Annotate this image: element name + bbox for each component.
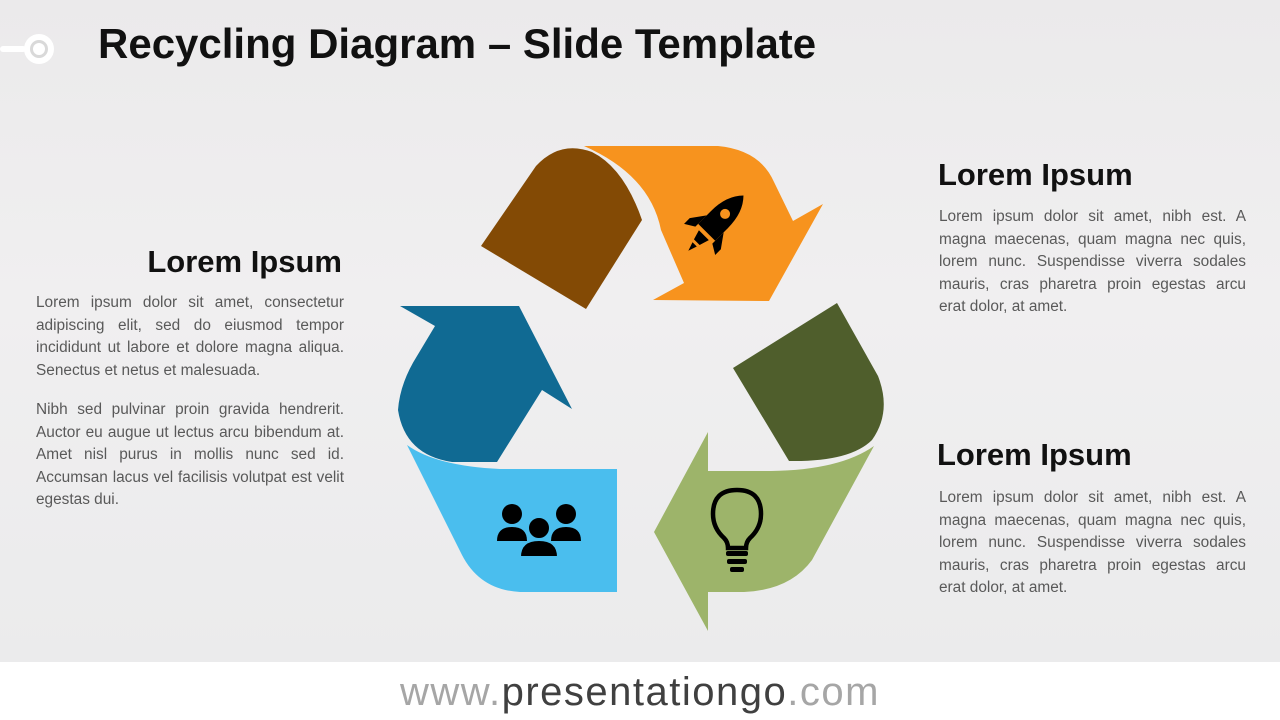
left-paragraph-1: Lorem ipsum dolor sit amet, consectetur … bbox=[36, 294, 344, 379]
right-bottom-heading: Lorem Ipsum bbox=[937, 437, 1132, 472]
team-icon bbox=[497, 504, 581, 558]
left-heading: Lorem Ipsum bbox=[147, 244, 342, 279]
segment-left-head bbox=[398, 306, 572, 462]
page-title: Recycling Diagram – Slide Template bbox=[98, 20, 817, 67]
footer-url: www.presentationgo.com bbox=[0, 670, 1280, 715]
segment-left bbox=[398, 306, 617, 592]
recycling-diagram bbox=[398, 146, 884, 631]
right-bottom-paragraph: Lorem ipsum dolor sit amet, nibh est. A … bbox=[939, 489, 1246, 597]
footer-url-suffix: .com bbox=[787, 670, 880, 714]
footer-url-prefix: www. bbox=[400, 670, 502, 714]
segment-right-tail bbox=[733, 303, 884, 462]
lightbulb-icon bbox=[710, 487, 764, 572]
pushpin-icon bbox=[0, 34, 54, 64]
right-top-paragraph: Lorem ipsum dolor sit amet, nibh est. A … bbox=[939, 208, 1246, 316]
segment-top-tail bbox=[481, 148, 642, 309]
segment-right bbox=[654, 303, 884, 631]
right-top-heading: Lorem Ipsum bbox=[938, 157, 1133, 192]
segment-right-head bbox=[654, 432, 874, 631]
left-paragraph-2: Nibh sed pulvinar proin gravida hendreri… bbox=[36, 401, 344, 509]
slide-canvas: Recycling Diagram – Slide Template Lorem… bbox=[0, 0, 1280, 662]
footer-url-brand: presentationgo bbox=[501, 670, 788, 714]
segment-top bbox=[481, 146, 823, 309]
footer: www.presentationgo.com bbox=[0, 662, 1280, 720]
